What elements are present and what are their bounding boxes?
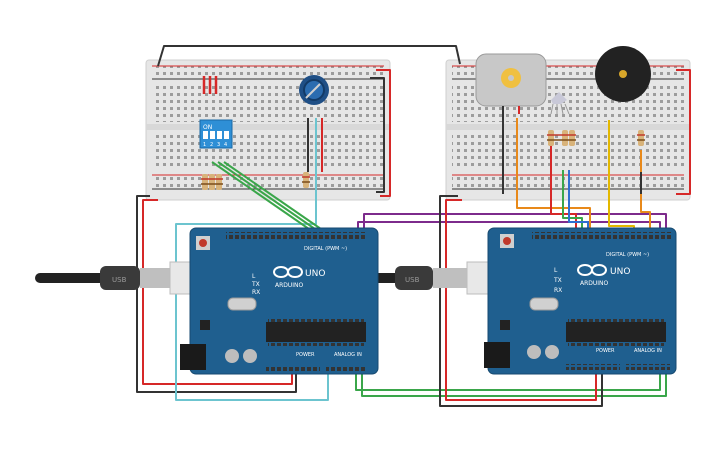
- dip-pos-1: 1: [203, 142, 206, 148]
- arduino-logo-right: [577, 264, 607, 276]
- brand-label-left: ARDUINO: [275, 282, 304, 289]
- dc-motor: [475, 53, 547, 114]
- analog-label-left: ANALOG IN: [334, 352, 362, 358]
- usb-cable-left: USB: [35, 261, 201, 295]
- dip-on-label: ON: [203, 124, 212, 131]
- tx-label-left: TX: [251, 281, 260, 288]
- model-label-right: UNO: [610, 267, 630, 277]
- red-jumpers: [202, 76, 218, 94]
- brand-label-right: ARDUINO: [580, 280, 609, 287]
- tx-label-right: TX: [553, 277, 562, 284]
- usb-label-right: USB: [405, 276, 420, 284]
- power-label-left: POWER: [296, 352, 315, 358]
- rx-label-left: RX: [252, 289, 260, 296]
- resistors-right: [547, 130, 645, 146]
- arduino-logo-left: [273, 266, 303, 278]
- digital-label-left: DIGITAL (PWM ~): [304, 246, 347, 252]
- resistors-left: [201, 172, 310, 190]
- arduino-uno-left: DIGITAL (PWM ~) L TX RX UNO ARDUINO POWE…: [180, 227, 379, 375]
- l-label-right: L: [554, 267, 558, 274]
- model-label-left: UNO: [305, 269, 325, 279]
- digital-label-right: DIGITAL (PWM ~): [606, 252, 649, 258]
- piezo-buzzer: [595, 46, 651, 102]
- rx-label-right: RX: [554, 287, 562, 294]
- usb-label-left: USB: [112, 276, 127, 284]
- rgb-led: [550, 92, 570, 115]
- breadboard-left: [145, 59, 391, 201]
- analog-label-right: ANALOG IN: [634, 348, 662, 354]
- power-label-right: POWER: [596, 348, 615, 354]
- l-label-left: L: [252, 273, 256, 280]
- arduino-uno-right: DIGITAL (PWM ~) L TX RX UNO ARDUINO POWE…: [484, 227, 677, 375]
- dip-pos-4: 4: [224, 142, 227, 148]
- dip-switch[interactable]: ON 1 2 3 4: [199, 119, 233, 149]
- dip-pos-3: 3: [217, 142, 220, 148]
- dip-pos-2: 2: [210, 142, 213, 148]
- potentiometer[interactable]: [299, 75, 329, 105]
